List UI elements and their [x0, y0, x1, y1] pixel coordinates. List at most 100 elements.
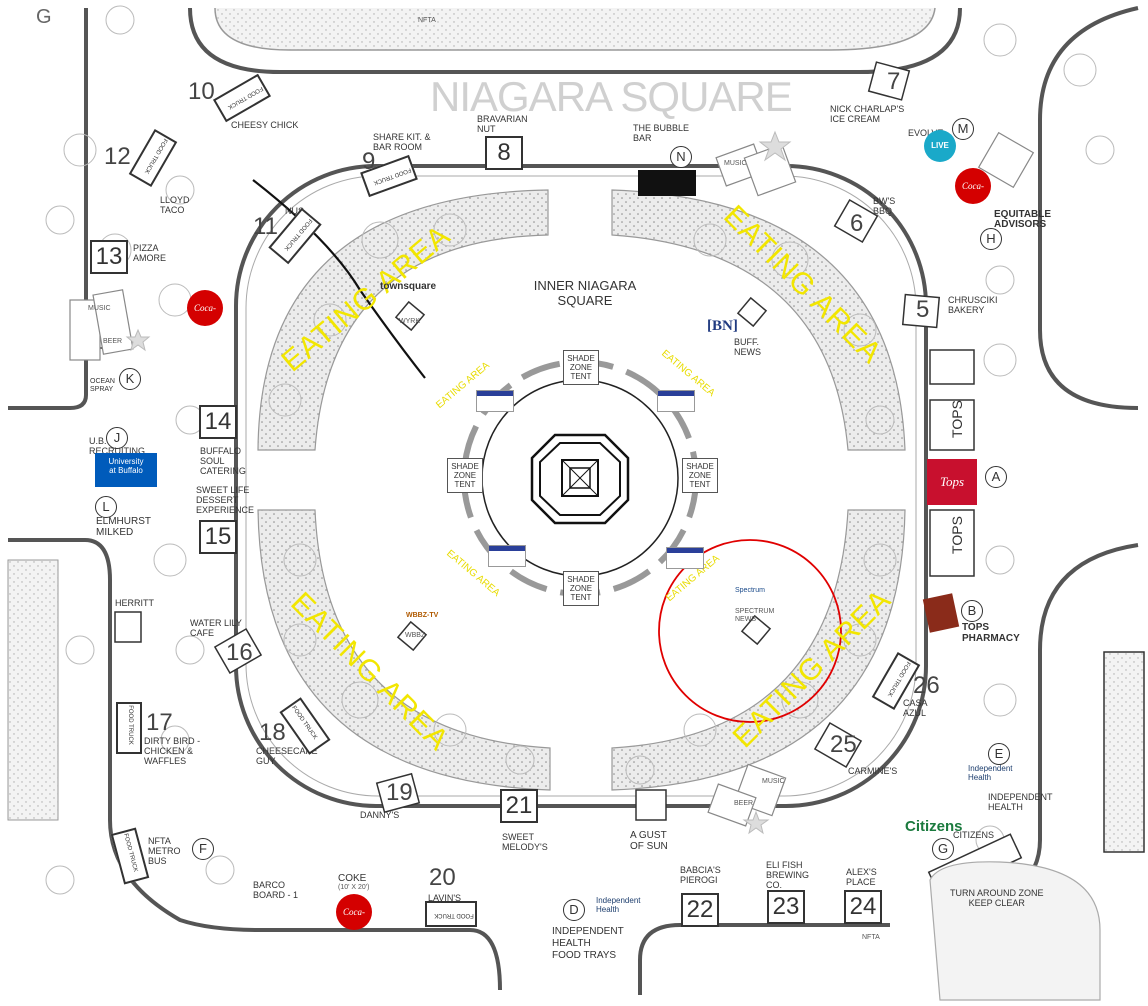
wyrk-label: WYRK: [399, 318, 420, 325]
marker-l-label: ELMHURST MILKED: [96, 516, 152, 538]
marker-n: N: [670, 146, 692, 168]
coke-label: COKE: [338, 873, 367, 884]
booth-19-number: 19: [386, 779, 413, 806]
eating-area-bands: [257, 189, 906, 791]
marker-g-label: CITIZENS: [953, 830, 995, 840]
booth-8-number: 8: [485, 136, 523, 170]
booth-17-label: DIRTY BIRD - CHICKEN & WAFFLES: [144, 736, 201, 766]
trees: [45, 5, 1115, 895]
booth-12-label: LLOYD TACO: [160, 195, 190, 215]
tops-branded-upper: TOPS: [948, 400, 965, 438]
booth-23-label: ELI FISH BREWING CO.: [766, 860, 810, 890]
coke-logo-west: Coca-Cola: [187, 290, 223, 349]
booth-10-label: CHEESY CHICK: [231, 120, 299, 130]
marker-b-label: TOPS PHARMACY: [962, 622, 1020, 644]
booth-5-label: CHRUSCIKI BAKERY: [948, 295, 998, 315]
marker-g: G: [932, 838, 954, 860]
booth-13-label: PIZZA AMORE: [133, 243, 167, 263]
booth-21-label: SWEET MELODY'S: [502, 832, 548, 852]
map-title: NIAGARA SQUARE: [430, 73, 793, 120]
booth-22-label: BABCIA'S PIEROGI: [680, 865, 721, 885]
booth-24-number: 24: [844, 890, 882, 924]
marker-k: K: [119, 368, 141, 390]
bubble-bar-sign: [638, 170, 696, 196]
booth-19-label: DANNY'S: [360, 810, 400, 820]
monument-core: [561, 459, 599, 497]
booth-12-number: 12: [104, 143, 131, 170]
notice-sign-ne: [657, 390, 695, 412]
marker-d-label: INDEPENDENT HEALTH FOOD TRAYS: [552, 926, 624, 961]
booth-9-label: SHARE KIT. & BAR ROOM: [373, 132, 431, 152]
barco-board-label: BARCO BOARD - 1: [253, 880, 299, 900]
marker-j-label: U.B. RECRUITING: [89, 436, 145, 456]
booth-17-number: 17: [146, 709, 173, 736]
notice-sign-sw: [488, 545, 526, 567]
booth-26-number: 26: [913, 672, 940, 699]
booth-20-number: 20: [429, 864, 456, 891]
buffalo-news-logo-text: BN: [712, 318, 733, 334]
booth-24-label: ALEX'S PLACE: [846, 867, 877, 887]
tops-branded-lower: TOPS: [948, 516, 965, 554]
marker-n-label: THE BUBBLE BAR: [633, 123, 690, 143]
booth-21-number: 21: [500, 789, 538, 823]
booth-14-label: BUFFALO SOUL CATERING: [200, 446, 246, 476]
booth-11-number: 11: [253, 213, 278, 240]
booth-13-number: 13: [90, 240, 128, 274]
marker-k-label: OCEAN SPRAY: [90, 378, 115, 393]
booth-23-number: 23: [767, 890, 805, 924]
buffalo-news-logo: [BN]: [707, 318, 738, 334]
gust-of-sun-label: A GUST OF SUN: [630, 830, 668, 852]
highlight-circle: [658, 539, 842, 723]
coke-logo-south: Coca-Cola: [336, 894, 372, 953]
booth-6-number: 6: [850, 210, 864, 237]
townsquare-logo: townsquare: [380, 281, 437, 292]
spectrum-news-label: SPECTRUM NEWS: [735, 608, 775, 623]
wbbz-tv-logo: WBBZ-TV: [406, 612, 439, 619]
booth-22-number: 22: [681, 893, 719, 927]
marker-h: H: [980, 228, 1002, 250]
booth-11-label: NUS: [285, 206, 305, 216]
turnaround-label: TURN AROUND ZONE KEEP CLEAR: [950, 888, 1044, 908]
notice-sign-se: [666, 547, 704, 569]
beer-label-se: BEER: [734, 800, 754, 807]
streets: [8, 6, 1139, 995]
food-truck-17: FOOD TRUCK: [116, 702, 142, 754]
marker-l: L: [95, 496, 117, 518]
monument-octagon-inner: [539, 442, 621, 516]
inner-square-sidewalk: [245, 175, 917, 797]
marker-b: B: [961, 600, 983, 622]
marker-m: M: [952, 118, 974, 140]
booth-7-label: NICK CHARLAP'S ICE CREAM: [830, 104, 905, 124]
coke-logo-east: Coca-Cola: [955, 168, 991, 227]
booth-15-number: 15: [199, 520, 237, 554]
herritt-label: HERRITT: [115, 598, 154, 608]
booth-10-number: 10: [188, 78, 215, 105]
ub-logo: University at Buffalo: [95, 453, 157, 487]
live-logo: LIVE: [924, 130, 956, 162]
food-truck-20: FOOD TRUCK: [425, 901, 477, 927]
inner-square-title: INNER NIAGARA SQUARE: [533, 278, 637, 308]
marker-f-label: NFTA METRO BUS: [148, 836, 181, 866]
corner-g-letter: G: [36, 6, 52, 28]
spectrum-logo: Spectrum: [735, 587, 765, 594]
booth-14-number: 14: [199, 405, 237, 439]
tops-logo: Tops: [927, 459, 977, 505]
marker-m-label: EVOLVE: [908, 128, 944, 138]
coke-size: (10' X 20'): [338, 884, 370, 891]
north-median: [214, 7, 936, 51]
nfta-label-bottom: NFTA: [862, 934, 880, 941]
beer-label-w: BEER: [103, 338, 123, 345]
booth-25-number: 25: [830, 731, 857, 758]
shade-zone-tent-west: SHADE ZONE TENT: [447, 458, 483, 493]
booth-5-number: 5: [916, 296, 930, 323]
booth-18-number: 18: [259, 719, 286, 746]
independent-health-logo-east: Independent Health: [968, 764, 1013, 782]
marker-e: E: [988, 743, 1010, 765]
hand-drawn-line: [252, 179, 426, 379]
notice-sign-nw: [476, 390, 514, 412]
music-tents: [69, 131, 1035, 827]
booth-16-number: 16: [226, 639, 253, 666]
marker-a: A: [985, 466, 1007, 488]
booth-7-number: 7: [887, 68, 901, 95]
